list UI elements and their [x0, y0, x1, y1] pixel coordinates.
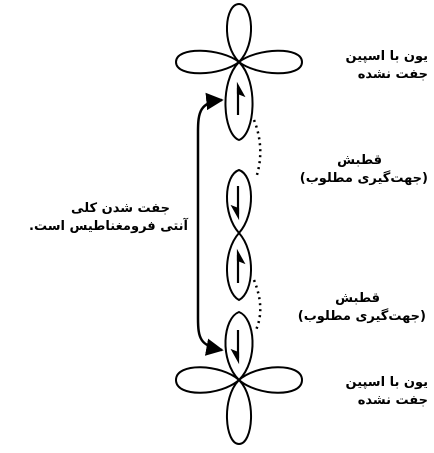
upper-polarization-note: (جهت‌گیری مطلوب)	[272, 170, 428, 188]
spin-up-arrow-icon	[238, 86, 243, 115]
spin-down-arrow-icon	[233, 186, 238, 216]
spin-up-arrow-icon	[238, 253, 243, 283]
coupling-arrow-icon	[198, 100, 222, 350]
top-ion-label-line2: جفت نشده	[300, 66, 428, 84]
bottom-ion-label-line1: یون با اسپین	[300, 374, 428, 392]
lower-polarization-label: قطبش (جهت‌گیری مطلوب)	[266, 290, 426, 326]
bottom-ion-label: یون با اسپین جفت نشده	[300, 374, 428, 410]
spin-arrows	[233, 86, 243, 360]
overlap-dots	[254, 120, 260, 330]
spin-down-arrow-icon	[233, 330, 238, 360]
lower-polarization-note: (جهت‌گیری مطلوب)	[266, 308, 426, 326]
top-d-orbital-icon	[176, 4, 302, 140]
top-ion-label: یون با اسپین جفت نشده	[300, 48, 428, 84]
coupling-note-label: جفت شدن کلی آنتی فرومغناطیس است.	[2, 200, 188, 236]
bottom-ion-label-line2: جفت نشده	[300, 392, 428, 410]
coupling-note-line2: آنتی فرومغناطیس است.	[2, 218, 188, 236]
top-ion-label-line1: یون با اسپین	[300, 48, 428, 66]
coupling-note-line1: جفت شدن کلی	[2, 200, 188, 218]
upper-polarization-label: قطبش (جهت‌گیری مطلوب)	[272, 152, 428, 188]
lower-polarization-title: قطبش	[266, 290, 426, 308]
upper-polarization-title: قطبش	[272, 152, 428, 170]
